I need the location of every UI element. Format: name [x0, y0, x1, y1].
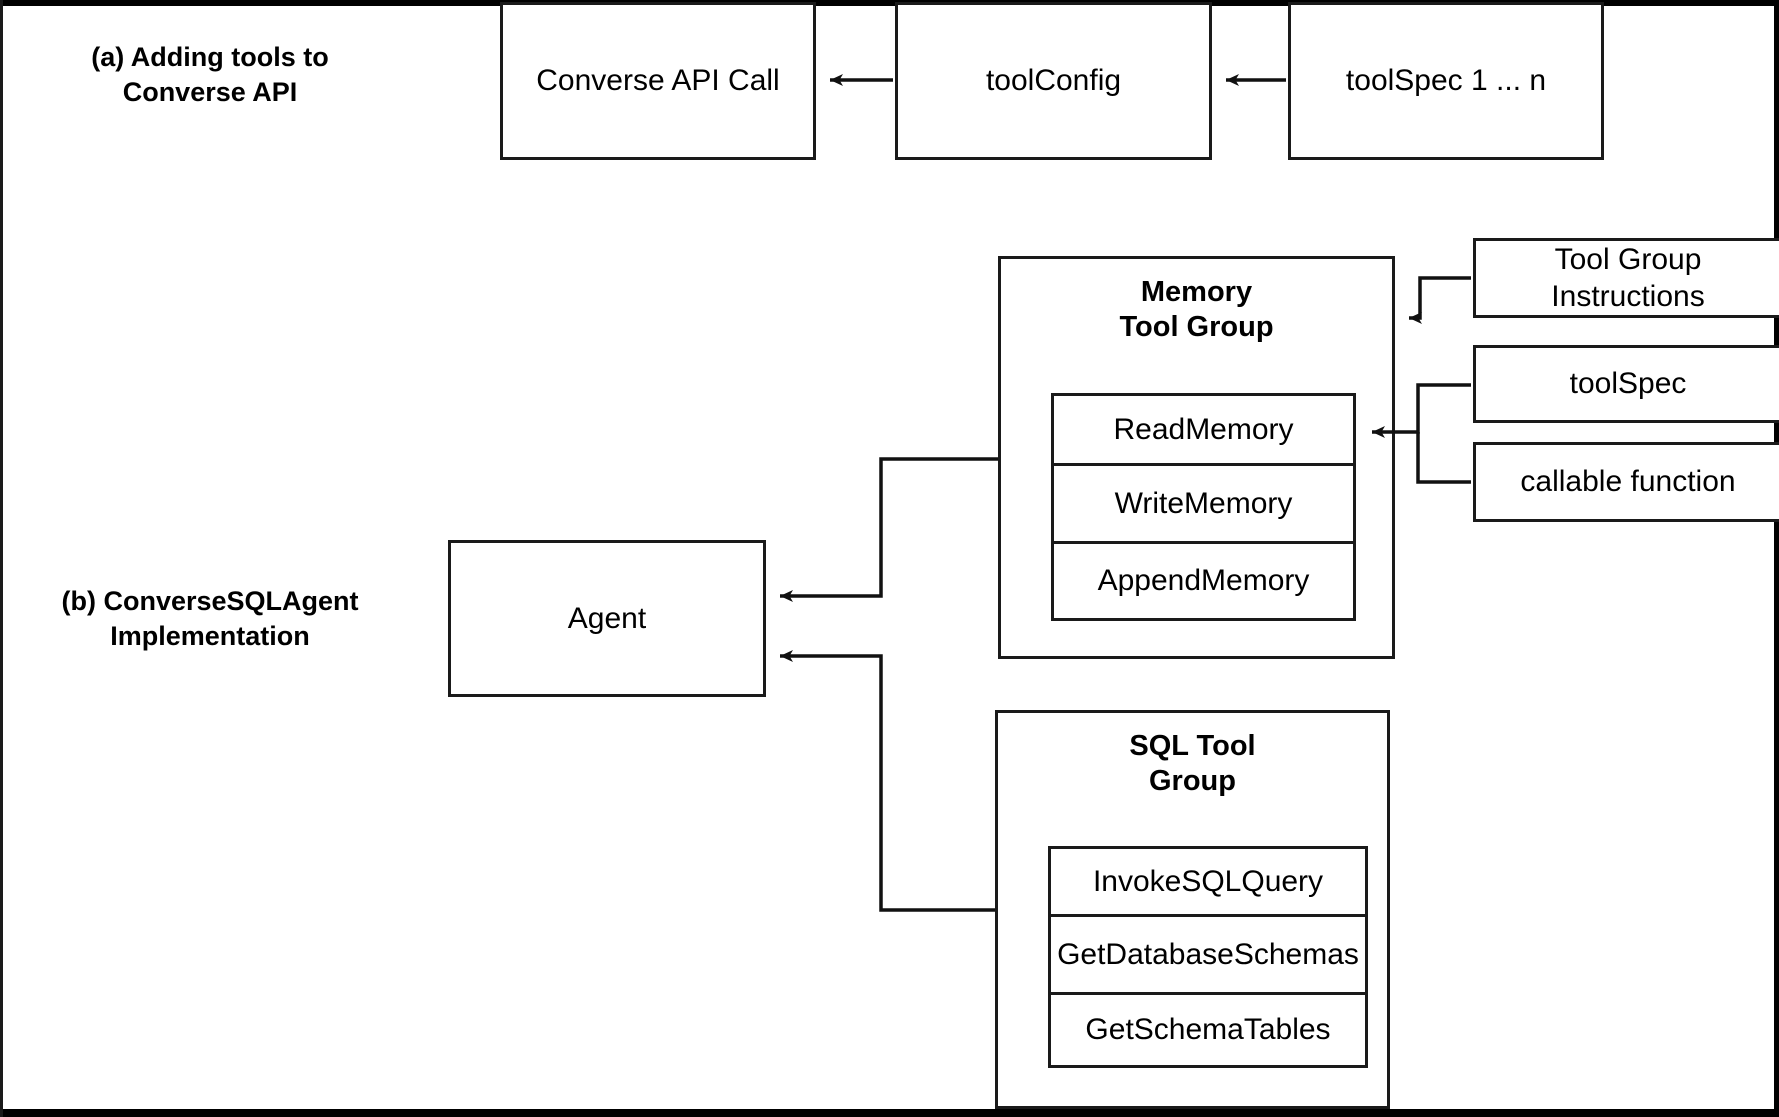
frame-right-border [1774, 0, 1779, 1117]
section-label-a: (a) Adding tools to Converse API [91, 42, 329, 107]
wire-memory-to-agent [780, 457, 998, 602]
wire-instructions-to-memory-group [1409, 276, 1471, 324]
group-memory-tool-title: Memory Tool Group [1119, 276, 1274, 343]
section-label-b: (b) ConverseSQLAgent Implementation [61, 586, 359, 651]
wire-callable-function-joiner [1416, 432, 1471, 484]
box-callable-function[interactable]: callable function [1473, 442, 1779, 522]
box-tool-spec-n[interactable]: toolSpec 1 ... n [1288, 2, 1604, 160]
frame-left-border [0, 0, 3, 1117]
frame-top-border [0, 0, 1779, 6]
sql-tool-get-schema-tables[interactable]: GetSchemaTables [1085, 1013, 1331, 1046]
memory-tool-append[interactable]: AppendMemory [1097, 564, 1310, 597]
sql-tool-list: InvokeSQLQuery GetDatabaseSchemas GetSch… [1048, 846, 1368, 1068]
memory-tool-read[interactable]: ReadMemory [1054, 396, 1353, 466]
box-converse-api-call[interactable]: Converse API Call [500, 2, 816, 160]
memory-tool-list: ReadMemory WriteMemory AppendMemory [1051, 393, 1356, 621]
box-agent[interactable]: Agent [448, 540, 766, 697]
wire-sql-to-agent [780, 650, 995, 912]
box-tool-group-instructions[interactable]: Tool Group Instructions [1473, 238, 1779, 318]
box-tool-spec[interactable]: toolSpec [1473, 345, 1779, 423]
memory-tool-write[interactable]: WriteMemory [1054, 466, 1353, 544]
box-tool-config[interactable]: toolConfig [895, 2, 1212, 160]
sql-tool-get-database-schemas[interactable]: GetDatabaseSchemas [1051, 917, 1365, 995]
group-sql-tool-title: SQL Tool Group [1129, 730, 1256, 797]
frame-bottom-border [0, 1109, 1779, 1117]
sql-tool-invoke-query[interactable]: InvokeSQLQuery [1051, 849, 1365, 917]
